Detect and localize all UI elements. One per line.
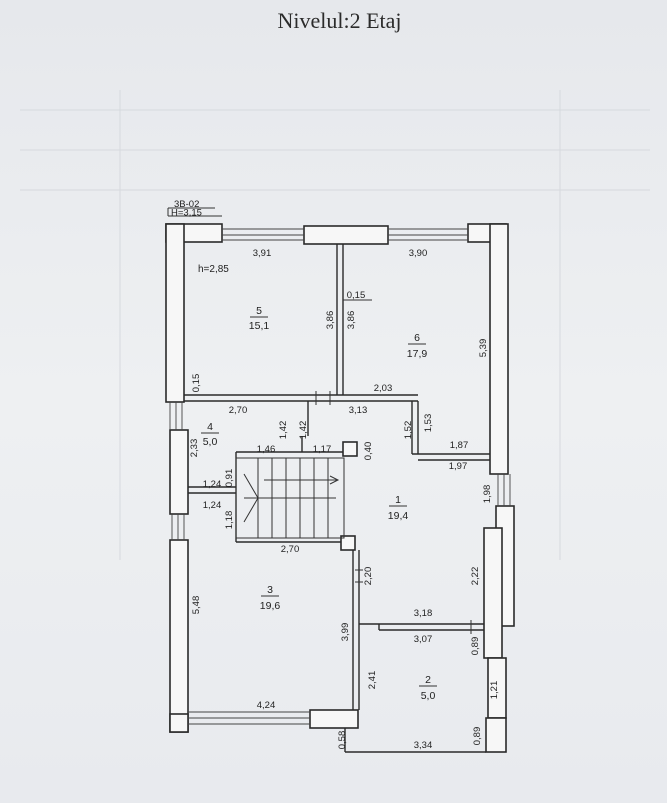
stamp-height: H=3,15: [171, 208, 202, 219]
wall-left-bottom: [169, 539, 189, 733]
wall-left-top: [165, 223, 185, 403]
dim-1-18: 1,18: [224, 511, 235, 530]
dim-1-46: 1,46: [257, 444, 276, 455]
dim-1-21: 1,21: [489, 681, 500, 700]
dim-0-58: 0,58: [337, 731, 348, 750]
ceiling-height: h=2,85: [198, 264, 229, 275]
dim-3-13: 3,13: [349, 405, 368, 416]
room-4-area: 5,0: [203, 436, 218, 448]
dim-3-91: 3,91: [253, 248, 272, 259]
dim-1-24-bottom: 1,24: [203, 500, 222, 511]
wall-top-middle: [303, 225, 389, 245]
dim-1-42-a: 1,42: [278, 421, 289, 440]
dim-1-42-b: 1,42: [298, 421, 309, 440]
dim-3-90: 3,90: [409, 248, 428, 259]
dim-2-33: 2,33: [189, 439, 200, 458]
room-2-area: 5,0: [421, 690, 436, 702]
dim-2-41: 2,41: [367, 671, 378, 690]
column-2: [340, 535, 356, 551]
wall-bottom-pier: [309, 709, 359, 729]
dim-5-39: 5,39: [478, 339, 489, 358]
dim-1-87: 1,87: [450, 440, 469, 451]
dim-2-70-top: 2,70: [229, 405, 248, 416]
dim-0-89-bottom: 0,89: [472, 727, 483, 746]
stamp: 3B-02 H=3,15: [167, 199, 222, 219]
dim-3-86-left: 3,86: [325, 311, 336, 330]
wall-right-upper: [489, 223, 509, 475]
dim-2-03: 2,03: [374, 383, 393, 394]
dim-3-07: 3,07: [414, 634, 433, 645]
dim-1-97: 1,97: [449, 461, 468, 472]
dim-0-15-left: 0,15: [191, 374, 202, 393]
dim-1-17: 1,17: [313, 444, 332, 455]
background-ghost-lines: [20, 90, 650, 560]
dim-5-48: 5,48: [191, 596, 202, 615]
staircase: [235, 457, 345, 539]
dim-2-70-bottom: 2,70: [281, 544, 300, 555]
room-1-area: 19,4: [388, 510, 409, 522]
wall-right-inner: [483, 527, 503, 659]
room-5-area: 15,1: [249, 320, 270, 332]
dimension-labels: 3,91 3,90 0,15 3,86 3,86 5,39 0,15 2,03 …: [189, 248, 500, 751]
dim-0-40: 0,40: [363, 442, 374, 461]
column-1: [342, 441, 358, 457]
windows: [169, 228, 511, 725]
outer-walls: [165, 223, 515, 753]
room-6-number: 6: [414, 332, 420, 344]
room-4-number: 4: [207, 421, 213, 433]
dim-4-24: 4,24: [257, 700, 276, 711]
room-2-number: 2: [425, 674, 431, 686]
room-3-area: 19,6: [260, 600, 281, 612]
dim-3-18: 3,18: [414, 608, 433, 619]
dim-1-24-top: 1,24: [203, 479, 222, 490]
page-title: Nivelul:2 Etaj: [277, 8, 402, 33]
dim-0-91: 0,91: [224, 469, 235, 488]
dim-1-53: 1,53: [423, 414, 434, 433]
dim-3-99: 3,99: [340, 623, 351, 642]
dim-1-98: 1,98: [482, 485, 493, 504]
room-6-area: 17,9: [407, 348, 428, 360]
wall-right-bottom: [485, 717, 507, 753]
dim-3-86-right: 3,86: [346, 311, 357, 330]
dim-0-89-top: 0,89: [470, 637, 481, 656]
dim-3-34: 3,34: [414, 740, 433, 751]
wall-corner-bl: [169, 713, 189, 733]
dim-2-20: 2,20: [363, 567, 374, 586]
wall-ticks: [315, 391, 472, 634]
room-labels: 5 15,1 6 17,9 4 5,0 1 19,4 3 19,6 2 5,0: [201, 305, 437, 702]
dim-0-15-top: 0,15: [347, 290, 366, 301]
stamp-code: 3B-02: [174, 199, 199, 210]
wall-left-middle: [169, 429, 189, 515]
dim-2-22: 2,22: [470, 567, 481, 586]
room-1-number: 1: [395, 494, 401, 506]
dim-1-52: 1,52: [403, 421, 414, 440]
interior-walls: [184, 244, 490, 753]
room-5-number: 5: [256, 305, 262, 317]
room-3-number: 3: [267, 584, 273, 596]
